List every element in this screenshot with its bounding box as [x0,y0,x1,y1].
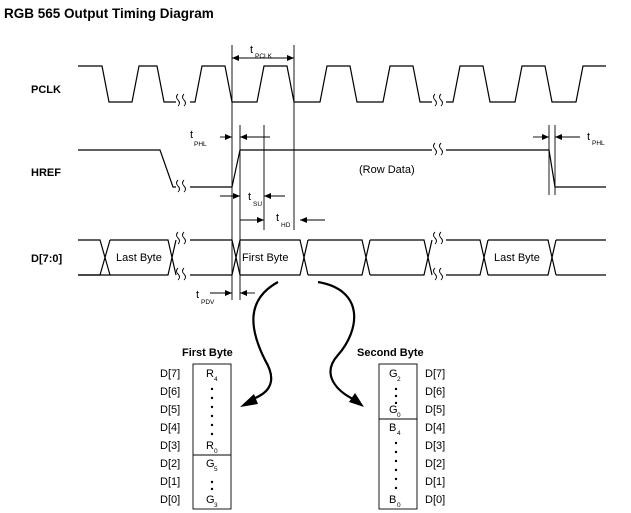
signal-label-pclk: PCLK [31,84,61,96]
first-byte-cell-g5: G [206,458,215,470]
signal-label-href: HREF [31,167,61,179]
href-break-right [433,142,443,156]
second-byte-cell-g2: G [389,368,398,380]
data-label-first-byte: First Byte [242,252,288,264]
second-byte-cell-g0: G [389,404,398,416]
pclk-waveform-3 [446,65,606,103]
second-byte-dots [394,387,398,490]
first-byte-cell-r4: R [206,368,214,380]
tpdv-label: t [196,289,199,301]
href-break-left [176,179,186,193]
arrow-to-second-byte [317,280,356,401]
first-byte-pin-3: D[3] [160,440,180,452]
second-byte-cell-g2-sub: 2 [397,376,401,383]
first-byte-pin-5: D[5] [160,404,180,416]
second-byte-pin-7: D[7] [425,368,445,380]
tsu-marker [220,193,285,199]
tpdv-marker [210,290,255,296]
data-bus-waveform [78,239,606,276]
href-waveform-low-left [78,149,176,188]
data-label-last-byte-left: Last Byte [116,252,162,264]
second-byte-pin-5: D[5] [425,404,445,416]
first-byte-pin-0: D[0] [160,494,180,506]
pclk-waveform-2 [190,65,432,103]
tphl-left-label: t [190,129,193,141]
second-byte-cell-b0-sub: 0 [397,502,401,509]
second-byte-cell-b4: B [389,422,396,434]
first-byte-box [192,363,232,510]
pclk-waveform [78,65,176,103]
first-byte-cell-g3-sub: 3 [214,502,218,509]
arrow-to-first-byte [249,281,279,402]
tpdv-label-sub: PDV [201,299,215,306]
tpclk-label: t [250,44,253,56]
first-byte-pin-6: D[6] [160,386,180,398]
first-byte-pin-4: D[4] [160,422,180,434]
data-label-last-byte-right: Last Byte [494,252,540,264]
second-byte-pin-2: D[2] [425,458,445,470]
tphl-right-label-sub: PHL [592,140,605,147]
second-byte-pin-1: D[1] [425,476,445,488]
signal-label-data: D[7:0] [31,253,63,265]
second-byte-heading: Second Byte [357,347,424,359]
first-byte-pin-1: D[1] [160,476,180,488]
first-byte-cell-r0-sub: 0 [214,448,218,455]
first-byte-cell-g5-sub: 5 [214,466,218,473]
tphl-left-marker [220,134,270,140]
arrow-head-first-byte [240,394,258,407]
arrow-head-second-byte [349,393,364,407]
first-byte-heading: First Byte [182,347,233,359]
tsu-label: t [248,191,251,203]
tpclk-marker [232,55,294,61]
second-byte-cell-g0-sub: 0 [397,412,401,419]
thd-label-sub: HD [281,222,291,229]
pclk-break-left [176,93,186,107]
thd-marker [240,217,325,223]
first-byte-pin-2: D[2] [160,458,180,470]
second-byte-box [378,363,418,510]
href-row-data-note: (Row Data) [359,164,415,176]
second-byte-cell-b0: B [389,494,396,506]
second-byte-pin-labels: D[7] D[6] D[5] D[4] D[3] D[2] D[1] D[0] [425,368,445,506]
tphl-left-label-sub: PHL [194,141,207,148]
first-byte-pin-labels: D[7] D[6] D[5] D[4] D[3] D[2] D[1] D[0] [160,368,180,506]
pclk-break-right [433,93,443,107]
first-byte-cell-g3: G [206,494,215,506]
thd-label: t [276,212,279,224]
second-byte-cell-b4-sub: 4 [397,430,401,437]
diagram-title: RGB 565 Output Timing Diagram [4,6,214,21]
first-byte-dots [210,387,214,491]
first-byte-cell-r4-sub: 4 [214,376,218,383]
second-byte-pin-3: D[3] [425,440,445,452]
tphl-right-marker [533,134,580,140]
data-break-left [176,231,186,281]
tsu-label-sub: SU [253,201,262,208]
second-byte-pin-4: D[4] [425,422,445,434]
second-byte-pin-0: D[0] [425,494,445,506]
tpclk-label-sub: PCLK [255,53,273,60]
data-break-right [433,231,443,281]
href-waveform-high-2 [446,149,606,188]
first-byte-pin-7: D[7] [160,368,180,380]
first-byte-cell-r0: R [206,440,214,452]
second-byte-pin-6: D[6] [425,386,445,398]
href-waveform-high [190,149,432,188]
tphl-right-label: t [587,131,590,143]
